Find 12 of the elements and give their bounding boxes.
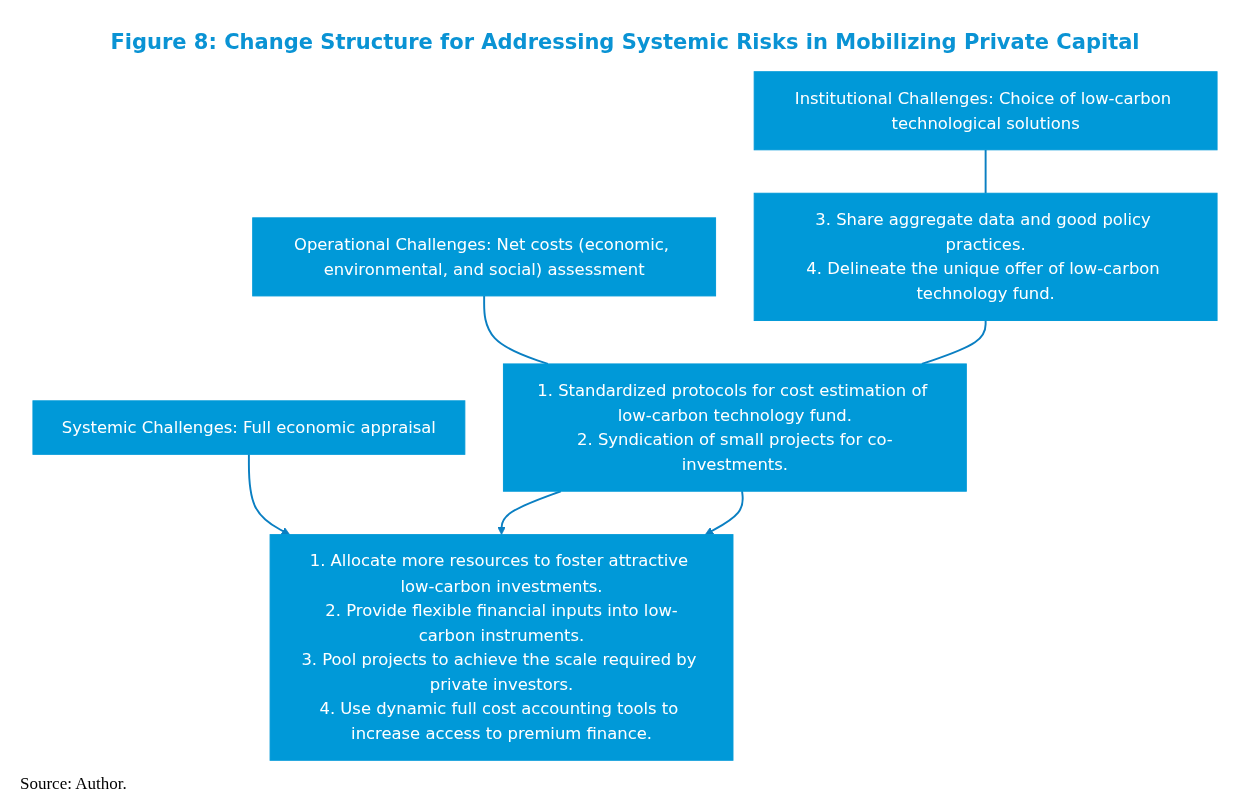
- node-box: Operational Challenges: Net costs (economic, environmental, and social) assessment: [252, 217, 717, 297]
- arrow: [247, 453, 290, 535]
- source-caption: Source: Author.: [20, 774, 128, 794]
- arrow: [704, 490, 744, 535]
- node-box: Systemic Challenges: Full economic appraisal: [32, 400, 466, 455]
- connector: [984, 148, 987, 195]
- node-box: 1. Standardized protocols for cost estimation of low-carbon technology fund. 2. Syndication of small projects for co-investments.: [502, 363, 967, 492]
- node-box: 1. Allocate more resources to foster attractive low-carbon investments. 2. Provide flexible financial inputs into low-carbon instruments. 3. Pool projects to achieve the scale required by private investors. 4. Use dynamic full cost accounting tools to increase access to premium finance.: [269, 534, 734, 761]
- arrow: [497, 490, 562, 535]
- figure-title: Figure 8: Change Structure for Addressing Systemic Risks in Mobilizing Private Capital: [109, 30, 1141, 54]
- node-box: Institutional Challenges: Choice of low-carbon technological solutions: [753, 71, 1218, 151]
- node-box: 3. Share aggregate data and good policy practices. 4. Delineate the unique offer of low-carbon technology fund.: [753, 192, 1218, 321]
